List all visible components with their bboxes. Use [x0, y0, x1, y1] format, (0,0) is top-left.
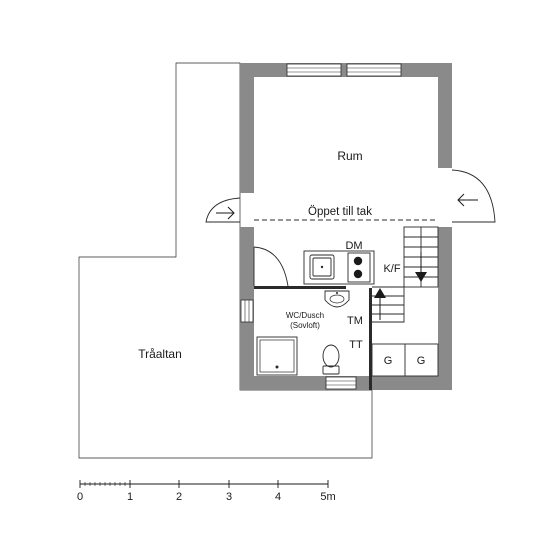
scale-bar: [79, 480, 329, 488]
scale-tick-0: 0: [77, 491, 83, 503]
fridge-freezer-label: K/F: [383, 263, 400, 275]
right-door-swing: [451, 169, 496, 223]
closet-right-label: G: [417, 355, 426, 367]
tumble-dryer-label: TT: [349, 339, 363, 351]
kitchen-sink-icon: [309, 254, 335, 280]
scale-tick-3: 3: [226, 491, 232, 503]
washing-machine-label: TM: [347, 315, 363, 327]
interior-walls: [253, 246, 439, 390]
deck-label: Tråaltan: [138, 347, 182, 361]
toilet-icon: [322, 344, 340, 375]
stairs-down-arrow-icon: [415, 252, 427, 282]
open-ceiling-label: Öppet till tak: [308, 206, 372, 218]
right-door-arrow-icon: [457, 193, 478, 207]
shower-icon: [256, 336, 298, 376]
bathroom-label-line2: (Sovloft): [290, 321, 320, 330]
washbasin-icon: [324, 290, 350, 308]
deck-outline: [78, 62, 373, 459]
stairs: [372, 226, 439, 323]
closet-left-label: G: [384, 355, 393, 367]
left-window: [240, 299, 254, 323]
stairs-up-arrow-icon: [374, 288, 386, 320]
stove-icon: [347, 252, 371, 283]
scale-tick-5: 5m: [320, 491, 335, 503]
top-windows: [286, 63, 402, 77]
dishwasher-label: DM: [345, 240, 362, 252]
left-door-arrow-icon: [216, 206, 235, 220]
scale-tick-4: 4: [275, 491, 281, 503]
scale-tick-2: 2: [176, 491, 182, 503]
main-room-label: Rum: [337, 149, 362, 163]
left-door-swing: [205, 197, 241, 223]
scale-tick-1: 1: [127, 491, 133, 503]
bathroom-label-line1: WC/Dusch: [286, 311, 324, 320]
bottom-window: [325, 376, 357, 390]
exterior-walls: [240, 63, 452, 390]
